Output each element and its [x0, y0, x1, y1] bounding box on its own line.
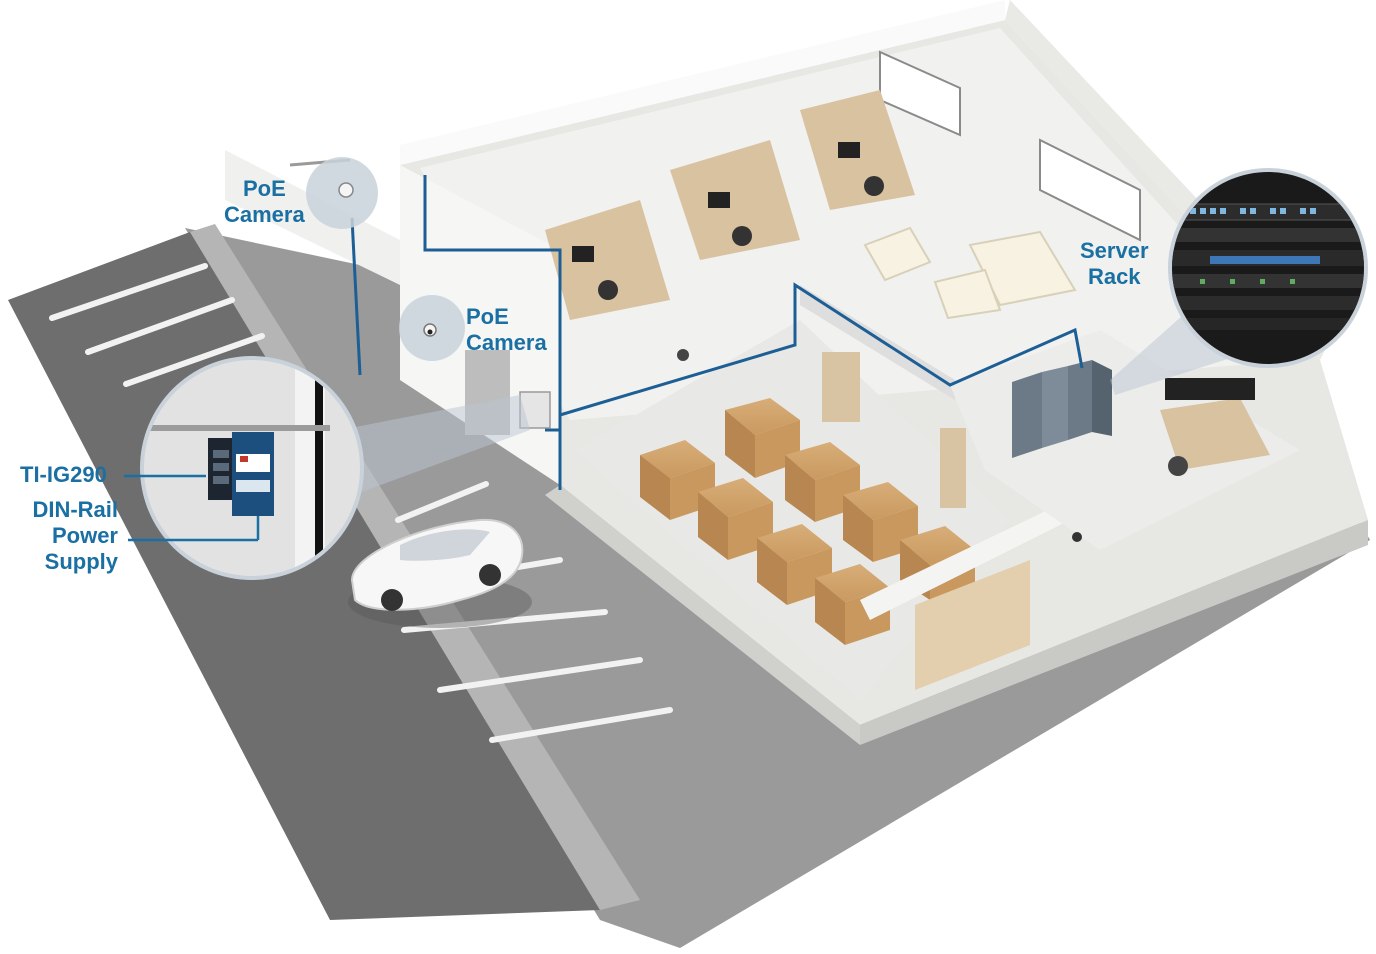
server-rack-label: Server Rack: [1080, 238, 1149, 290]
poe-camera-wall-label: PoE Camera: [466, 304, 547, 356]
power-supply-label: DIN-Rail Power Supply: [14, 497, 118, 575]
dome-camera-warehouse: [677, 349, 689, 361]
warehouse-door: [822, 352, 860, 422]
outdoor-camera-callout: [306, 157, 378, 229]
din-rail-switch-device: [208, 438, 234, 500]
dome-camera-hallway: [1072, 532, 1082, 542]
wall-camera-callout: [399, 295, 465, 361]
poe-camera-outdoor-label: PoE Camera: [224, 176, 305, 228]
side-door: [940, 428, 966, 508]
server-rack-callout: [1168, 168, 1370, 370]
switch-label: TI-IG290: [20, 462, 107, 488]
din-rail-power-supply-device: [232, 432, 274, 516]
